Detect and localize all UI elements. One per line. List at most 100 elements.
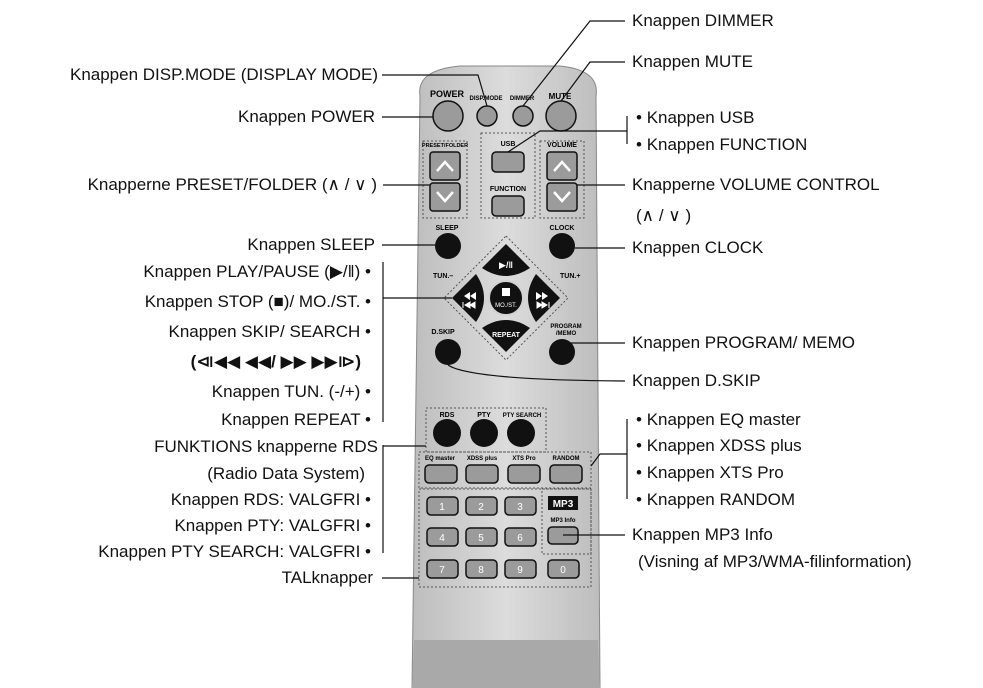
label-preset: Knapperne PRESET/FOLDER (∧ / ∨ ) (87, 175, 377, 194)
label-xdss: • Knappen XDSS plus (636, 436, 802, 455)
label-ptysearch-optional: Knappen PTY SEARCH: VALGFRI • (98, 542, 371, 561)
leader-lines (382, 20, 628, 579)
remote-label-rds: RDS (440, 412, 455, 419)
program-memo-button (549, 339, 575, 365)
label-rds-functions: FUNKTIONS knapperne RDS (154, 437, 378, 456)
remote-label-eq: EQ master (425, 456, 456, 462)
rds-button (433, 419, 461, 447)
label-repeat: Knappen REPEAT • (221, 410, 371, 429)
leader-dskip (447, 364, 626, 382)
random-button (549, 464, 583, 484)
volume-down-button (546, 182, 578, 212)
rewind-icon (464, 292, 476, 300)
digit-7: 7 (439, 565, 445, 576)
label-tun: Knappen TUN. (-/+) • (211, 382, 371, 401)
label-skip-symbols: (⧏◀◀ ◀◀/ ▶▶ ▶▶⧐) (190, 352, 361, 371)
digit-8: 8 (478, 565, 484, 576)
chevron-up-icon (553, 160, 571, 172)
play-pause-button (482, 244, 530, 276)
digit-4: 4 (439, 533, 445, 544)
stop-icon (502, 288, 510, 296)
sleep-button (435, 233, 461, 259)
preset-group-frame (422, 140, 468, 219)
usb-button (491, 151, 525, 173)
remote-label-memo: /MEMO (556, 331, 577, 337)
digit-button-8 (465, 559, 498, 579)
label-volume-arrows: (∧ / ∨ ) (636, 206, 692, 225)
digit-button-1 (426, 496, 459, 516)
preset-down-button (429, 182, 461, 212)
xdss-plus-button (465, 464, 499, 484)
label-rds-optional: Knappen RDS: VALGFRI • (170, 490, 371, 509)
remote-label-pty: PTY (477, 412, 491, 419)
label-mp3info: Knappen MP3 Info (632, 525, 773, 544)
remote-label-program: PROGRAM (550, 324, 581, 330)
digit-6: 6 (517, 533, 523, 544)
label-pty-optional: Knappen PTY: VALGFRI • (174, 516, 371, 535)
play-pause-symbol: ▶/‖ (499, 260, 513, 270)
mp3-info-frame (541, 488, 592, 555)
digit-button-2 (465, 496, 498, 516)
remote-label-xdss: XDSS plus (467, 456, 498, 462)
leader-mute (560, 61, 625, 102)
label-skip: Knappen SKIP/ SEARCH • (168, 322, 371, 341)
label-stop: Knappen STOP (■)/ MO./ST. • (144, 292, 371, 311)
dimmer-button (512, 105, 534, 127)
digit-button-6 (504, 527, 537, 547)
remote-label-xts: XTS Pro (512, 456, 536, 462)
leader-dimmer (522, 20, 625, 107)
rds-group-frame (425, 407, 547, 453)
skip-next-icon (536, 301, 550, 309)
label-rds-functions-sub: (Radio Data System) (207, 464, 365, 483)
remote-label-random: RANDOM (553, 456, 580, 462)
label-mute: Knappen MUTE (632, 52, 753, 71)
remote-label-sleep: SLEEP (436, 225, 459, 232)
label-usb: • Knappen USB (636, 108, 755, 127)
remote-label-clock: CLOCK (550, 225, 575, 232)
remote-label-volume: VOLUME (547, 142, 577, 149)
leader-dispmode (382, 74, 488, 107)
volume-group-frame (539, 140, 585, 219)
clock-button (549, 233, 575, 259)
power-button (432, 100, 464, 132)
remote-label-function: FUNCTION (490, 186, 526, 193)
label-volume: Knapperne VOLUME CONTROL (632, 175, 880, 194)
remote-label-mp3info: MP3 Info (551, 518, 576, 524)
label-dispmode: Knappen DISP.MODE (DISPLAY MODE) (69, 65, 378, 84)
digit-button-4 (426, 527, 459, 547)
remote-label-dispmode: DISP.MODE (470, 96, 503, 102)
skip-previous-icon (462, 301, 476, 309)
label-clock: Knappen CLOCK (632, 238, 764, 257)
label-dimmer: Knappen DIMMER (632, 11, 774, 30)
digit-button-3 (504, 496, 537, 516)
digit-3: 3 (517, 502, 523, 513)
dispmode-button (476, 105, 498, 127)
label-xts: • Knappen XTS Pro (636, 463, 784, 482)
repeat-button (482, 320, 530, 352)
dskip-button (435, 339, 461, 365)
remote-label-mo-st: MO./ST. (495, 303, 517, 309)
digit-1: 1 (439, 502, 445, 513)
chevron-down-icon (553, 191, 571, 203)
label-eq: • Knappen EQ master (636, 410, 801, 429)
remote-label-dskip: D.SKIP (431, 329, 455, 336)
pty-button (470, 419, 498, 447)
volume-up-button (546, 151, 578, 181)
label-mp3info-sub: (Visning af MP3/WMA-filinformation) (638, 552, 912, 571)
label-function: • Knappen FUNCTION (636, 135, 808, 154)
digit-button-5 (465, 527, 498, 547)
label-numbers: TALknapper (281, 568, 373, 587)
digit-9: 9 (517, 565, 523, 576)
chevron-up-icon (436, 160, 454, 172)
digit-button-0 (547, 559, 580, 579)
remote-label-dimmer: DIMMER (510, 96, 535, 102)
remote-label-ptysearch: PTY SEARCH (503, 413, 542, 419)
preset-up-button (429, 151, 461, 181)
digit-5: 5 (478, 533, 484, 544)
function-button (491, 195, 525, 217)
remote-label-usb: USB (501, 141, 516, 148)
nav-diamond-frame (443, 235, 569, 361)
leader-usb (507, 130, 627, 153)
